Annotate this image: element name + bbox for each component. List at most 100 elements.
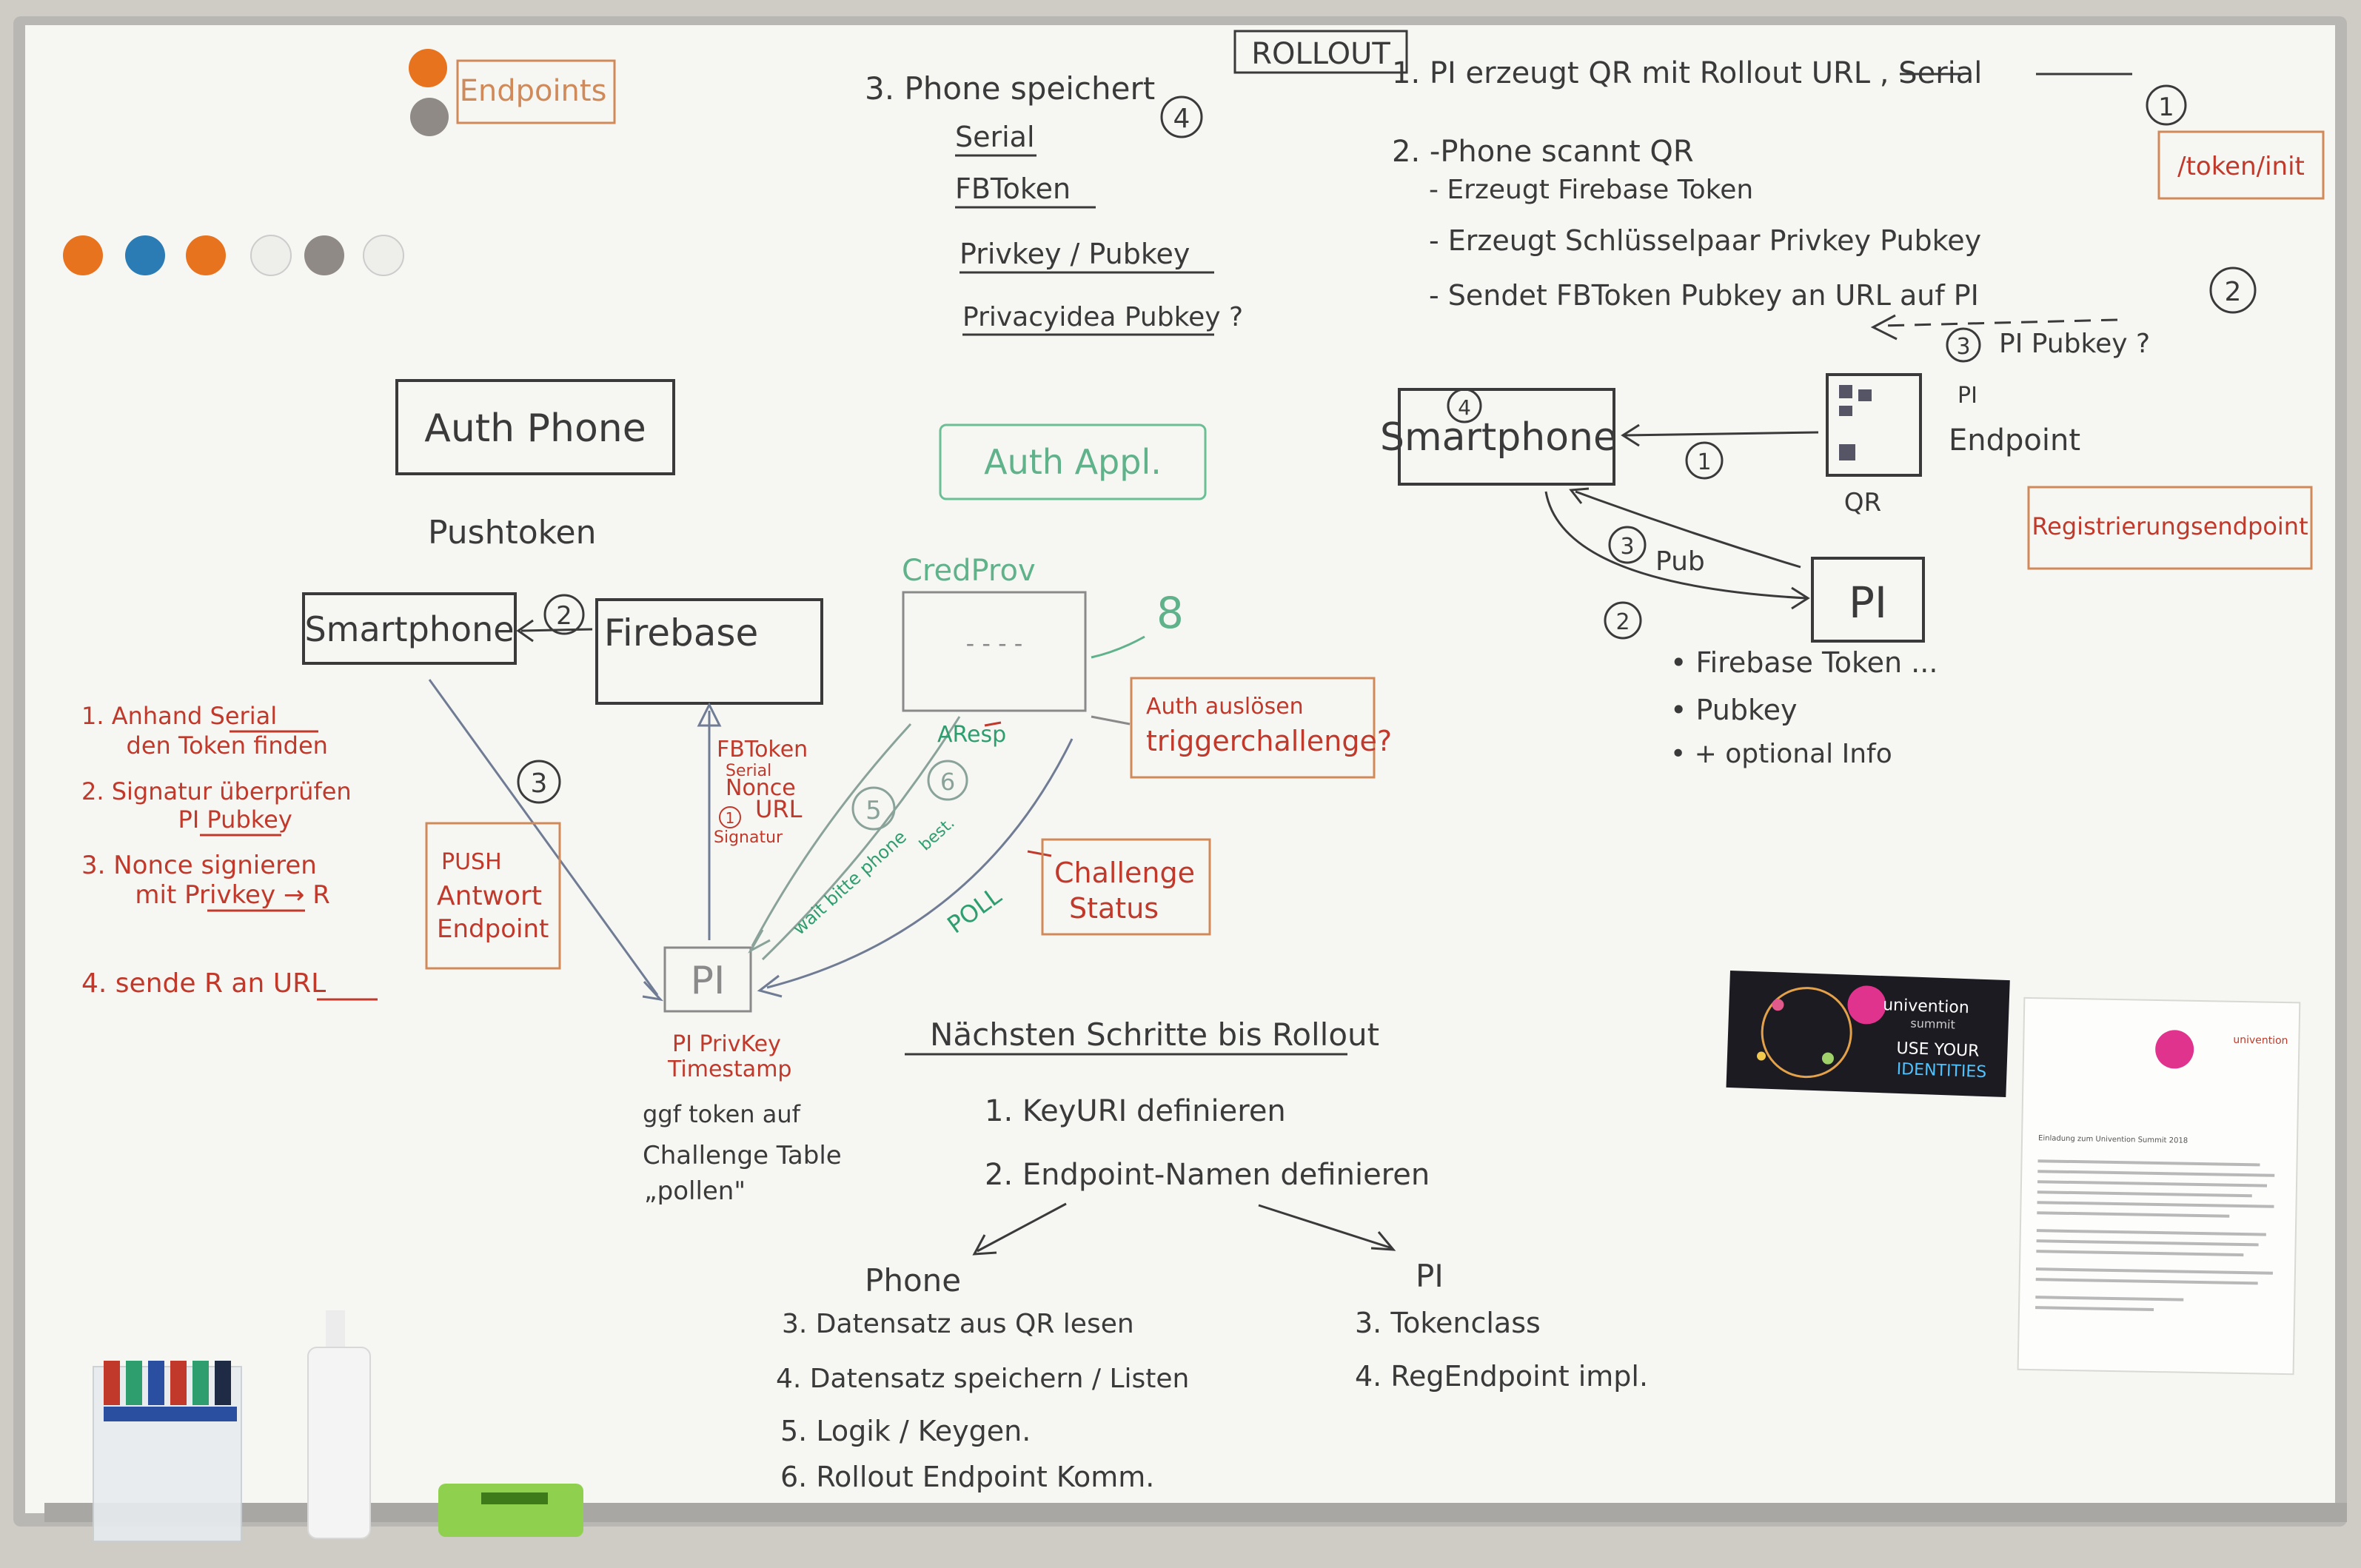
- pi-box: [663, 946, 752, 1013]
- phone-speichert-heading: 3. Phone speichert: [865, 70, 1155, 107]
- badge-4: 4: [1173, 104, 1190, 134]
- pi-pubkey-badge: 3: [1956, 334, 1970, 360]
- pi-next-label: PI: [1416, 1258, 1444, 1294]
- left-badge-2: 2: [556, 601, 572, 631]
- ggf-token-2: Challenge Table: [643, 1141, 842, 1170]
- right-bullet-1: • Firebase Token ...: [1670, 646, 1938, 679]
- pi-next-3: 3. Tokenclass: [1355, 1307, 1541, 1339]
- sticker-sub: summit: [1910, 1016, 1955, 1032]
- push-antwort-1: PUSH: [441, 849, 502, 875]
- credprov-dots: - - - -: [966, 629, 1023, 657]
- phone-next-4: 4. Datensatz speichern / Listen: [776, 1364, 1189, 1394]
- step2-sub-1: - Erzeugt Firebase Token: [1429, 175, 1753, 205]
- magnet-blue[interactable]: [125, 235, 165, 275]
- magnet-white[interactable]: [363, 235, 404, 276]
- auth-appl-label: Auth Appl.: [984, 442, 1162, 482]
- arsp-label: AResp: [937, 722, 1006, 748]
- phone-step-4: 4. sende R an URL: [81, 968, 326, 999]
- pi-endpoint-1: PI: [1958, 383, 1977, 409]
- magnet-pink[interactable]: [2155, 1030, 2194, 1069]
- sticker-brand: univention: [1883, 996, 1969, 1017]
- phone-step-1: 1. Anhand Serial: [81, 702, 277, 730]
- endpoints-label: Endpoints: [460, 74, 607, 108]
- arrow3-badge: 3: [1620, 534, 1634, 560]
- step1-badge: 1: [2158, 93, 2174, 122]
- right-pi-box: [1811, 557, 1925, 643]
- magnet-orange[interactable]: [409, 49, 447, 87]
- pi-label: PI: [691, 959, 726, 1003]
- step2-sub-3: - Sendet FBToken Pubkey an URL auf PI: [1429, 279, 1979, 312]
- step2-sub-2: - Erzeugt Schlüsselpaar Privkey Pubkey: [1429, 224, 1981, 257]
- firebase-arrow-nonce: Nonce: [726, 775, 796, 801]
- right-smartphone-badge: 4: [1458, 395, 1471, 420]
- magnet-orange[interactable]: [63, 235, 103, 275]
- right-diagram: Smartphone 4 QR PI Endpoint 1 PI 3 Pub 2…: [1380, 373, 2080, 769]
- phone-label: Phone: [865, 1262, 961, 1299]
- letter-subject: Einladung zum Univention Summit 2018: [2038, 1134, 2188, 1145]
- smartphone-box: [302, 592, 517, 665]
- item-serial: Serial: [955, 121, 1035, 153]
- registrierungsendpoint-label: Registrierungsendpoint: [2032, 512, 2308, 540]
- magnet-grey[interactable]: [410, 98, 449, 136]
- pushtoken-label: Pushtoken: [428, 514, 597, 552]
- arrow1-badge: 1: [1697, 449, 1711, 475]
- rollout-steps: 1. PI erzeugt QR mit Rollout URL , Seria…: [1392, 56, 2325, 363]
- phone-next-6: 6. Rollout Endpoint Komm.: [780, 1461, 1154, 1493]
- phone-steps: 1. Anhand Serial den Token finden 2. Sig…: [81, 702, 378, 1001]
- timestamp-label: Timestamp: [667, 1056, 791, 1082]
- push-antwort-3: Endpoint: [437, 914, 549, 944]
- qr-box: [1826, 373, 1922, 477]
- item-privacyidea-pubkey: Privacyidea Pubkey ?: [962, 302, 1243, 332]
- cleaner-bottle: [307, 1310, 371, 1539]
- pi-pubkey-question: PI Pubkey ?: [1999, 329, 2150, 359]
- step2-badge: 2: [2225, 277, 2242, 307]
- magnets: [63, 49, 449, 276]
- ggf-token-3: „pollen": [644, 1176, 746, 1206]
- smartphone-label: Smartphone: [304, 609, 514, 649]
- circle-5: 5: [865, 796, 882, 825]
- invitation-letter: univention Einladung zum Univention Summ…: [2017, 996, 2301, 1376]
- phone-step-2b: PI Pubkey: [155, 805, 292, 834]
- eraser[interactable]: [438, 1484, 583, 1537]
- arrow2-badge: 2: [1615, 609, 1630, 635]
- univention-sticker: univention summit USE YOUR IDENTITIES: [1726, 970, 2010, 1098]
- magnet-white[interactable]: [250, 235, 292, 276]
- phone-next-3: 3. Datensatz aus QR lesen: [782, 1309, 1134, 1339]
- firebase-label: Firebase: [604, 612, 758, 654]
- next-step-2: 2. Endpoint-Namen definieren: [985, 1158, 1430, 1192]
- firebase-arrow-fbtoken: FBToken: [717, 737, 808, 763]
- auth-ausloesen-1: Auth auslösen: [1146, 694, 1304, 720]
- right-bullet-3: • + optional Info: [1670, 739, 1892, 769]
- left-badge-1: 1: [726, 809, 735, 827]
- board-tray: [44, 1503, 2347, 1522]
- firebase-arrow-serial: Serial: [726, 762, 771, 780]
- credprov-number: 8: [1156, 588, 1184, 638]
- firebase-arrow-signatur: Signatur: [714, 828, 783, 847]
- push-antwort-2: Antwort: [437, 881, 542, 911]
- auth-ausloesen-2: triggerchallenge?: [1146, 725, 1392, 757]
- pi-next-4: 4. RegEndpoint impl.: [1355, 1360, 1648, 1393]
- pi-endpoint-2: Endpoint: [1949, 423, 2080, 458]
- arrow3-label: Pub: [1655, 546, 1705, 577]
- left-badge-3: 3: [531, 768, 548, 799]
- challenge-status-1: Challenge: [1054, 857, 1195, 889]
- magnet-orange[interactable]: [186, 235, 226, 275]
- phone-step-1b: den Token finden: [104, 731, 328, 760]
- item-fbtoken: FBToken: [955, 172, 1071, 205]
- rollout-title: ROLLOUT: [1251, 37, 1390, 71]
- next-steps: Nächsten Schritte bis Rollout 1. KeyURI …: [776, 1016, 1648, 1493]
- phone-step-3b: mit Privkey → R: [111, 880, 330, 910]
- item-privkey-pubkey: Privkey / Pubkey: [960, 238, 1190, 270]
- phone-step-2: 2. Signatur überprüfen: [81, 777, 352, 805]
- phone-next-5: 5. Logik / Keygen.: [780, 1415, 1031, 1447]
- right-pi-label: PI: [1849, 577, 1887, 628]
- sticker-line1: USE YOUR: [1896, 1039, 1980, 1061]
- phone-step-3: 3. Nonce signieren: [81, 851, 317, 880]
- credprov-box: [902, 591, 1087, 712]
- next-step-1: 1. KeyURI definieren: [985, 1094, 1286, 1128]
- magnet-grey[interactable]: [304, 235, 344, 275]
- pi-privkey-label: PI PrivKey: [672, 1031, 781, 1057]
- ggf-token-1: ggf token auf: [643, 1100, 801, 1128]
- credprov-label: CredProv: [902, 554, 1036, 588]
